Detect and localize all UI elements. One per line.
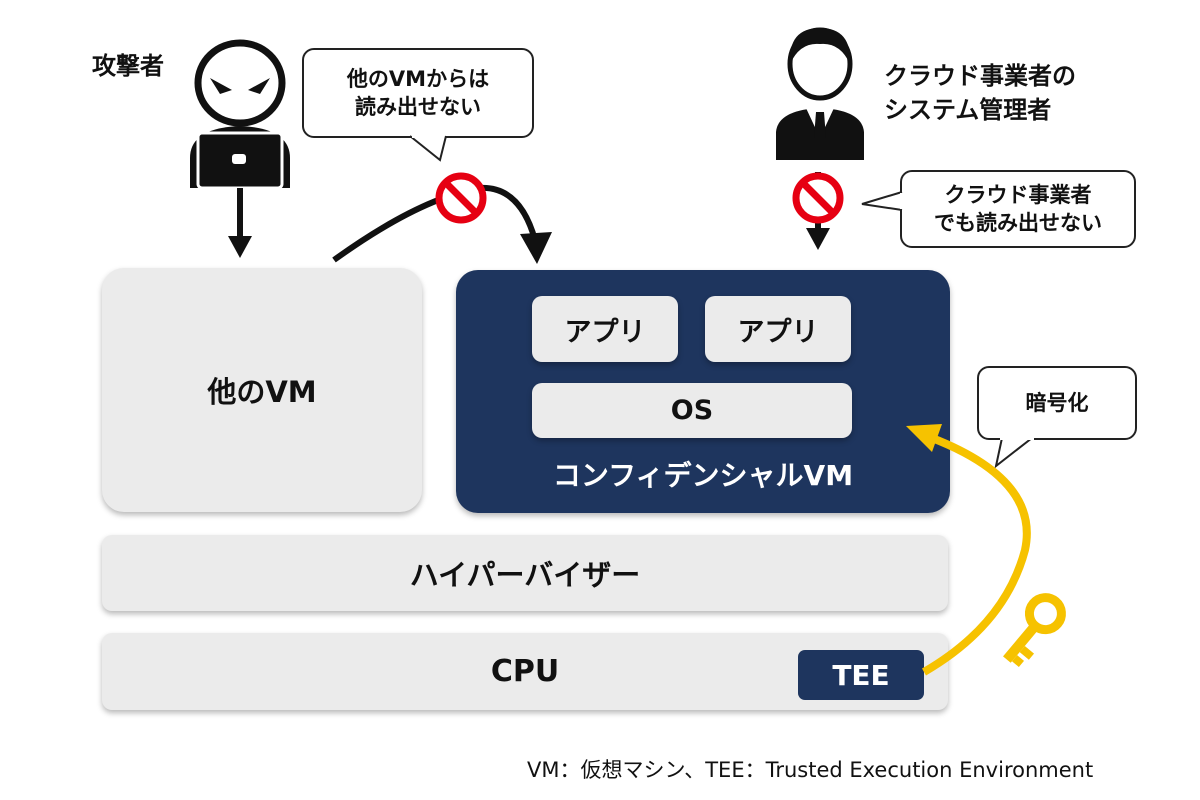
os-box: OS — [532, 383, 852, 438]
other-vm-box: 他のVM — [102, 268, 422, 512]
app-box-1: アプリ — [532, 296, 678, 362]
admin-speech-bubble: クラウド事業者 でも読み出せない — [900, 170, 1136, 248]
other-vm-label: 他のVM — [207, 375, 317, 409]
encryption-speech-bubble: 暗号化 — [977, 366, 1137, 440]
cpu-label: CPU — [490, 653, 560, 689]
tee-box: TEE — [798, 650, 924, 700]
prohibited-icon — [435, 172, 487, 224]
arrow-down-icon — [228, 188, 252, 258]
confidential-vm-label: コンフィデンシャルVM — [552, 459, 854, 492]
app-box-2: アプリ — [705, 296, 851, 362]
prohibited-icon — [792, 172, 844, 224]
bubble-tail — [994, 436, 1034, 469]
attacker-speech-bubble: 他のVMからは 読み出せない — [302, 48, 534, 138]
bubble-tail — [409, 134, 447, 162]
attacker-icon — [190, 39, 290, 190]
attacker-label: 攻撃者 — [92, 52, 164, 80]
key-icon — [1003, 593, 1066, 668]
footnote: VM：仮想マシン、TEE：Trusted Execution Environme… — [527, 758, 1094, 782]
administrator-icon — [776, 27, 864, 160]
hypervisor-box: ハイパーバイザー — [102, 535, 948, 611]
bubble-tail — [861, 191, 906, 211]
encryption-arrow-icon — [906, 424, 1031, 676]
admin-label: クラウド事業者の システム管理者 — [884, 62, 1076, 124]
